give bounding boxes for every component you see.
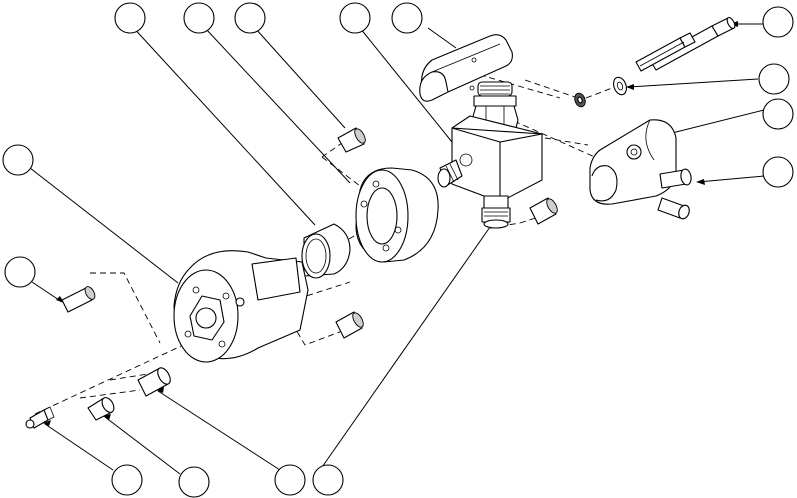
dowel-pin-upper <box>337 127 366 153</box>
callout-bubble <box>758 63 790 95</box>
callout-bubble <box>274 464 306 496</box>
valve-handle <box>419 34 513 102</box>
valve-body <box>451 115 543 203</box>
valve-outlet-fitting <box>481 195 511 229</box>
mounting-bracket <box>589 119 677 205</box>
washer-large <box>613 76 627 96</box>
spacer-small <box>87 397 115 421</box>
callout-bubble <box>2 144 34 176</box>
callout-bubble <box>4 256 36 288</box>
callout-bubble <box>762 156 794 188</box>
leader-lines <box>29 23 765 475</box>
callout-bubble <box>762 98 794 130</box>
dowel-pin-left <box>61 286 96 313</box>
callout-bubble <box>178 466 210 498</box>
valve-pin <box>529 197 558 225</box>
callout-bubble <box>339 2 371 34</box>
dowel-pin-lower <box>335 311 364 339</box>
callout-bubble <box>312 464 344 496</box>
grease-fitting <box>25 406 55 429</box>
spacer-large <box>137 367 171 397</box>
callout-bubble <box>762 6 794 38</box>
washer-small <box>574 92 586 108</box>
valve-inlet-fitting <box>437 159 463 188</box>
callout-bubble <box>234 2 266 34</box>
callout-bubble <box>391 2 423 34</box>
short-cap-screw-upper <box>659 168 692 189</box>
short-cap-screw-lower <box>657 197 690 220</box>
callout-bubble <box>111 464 143 496</box>
long-cap-screw-lower <box>635 32 696 72</box>
adapter-flange <box>355 167 439 263</box>
callout-bubble <box>114 2 146 34</box>
main-housing <box>173 250 309 363</box>
sleeve-bushing <box>301 223 351 279</box>
callout-bubble <box>183 2 215 34</box>
